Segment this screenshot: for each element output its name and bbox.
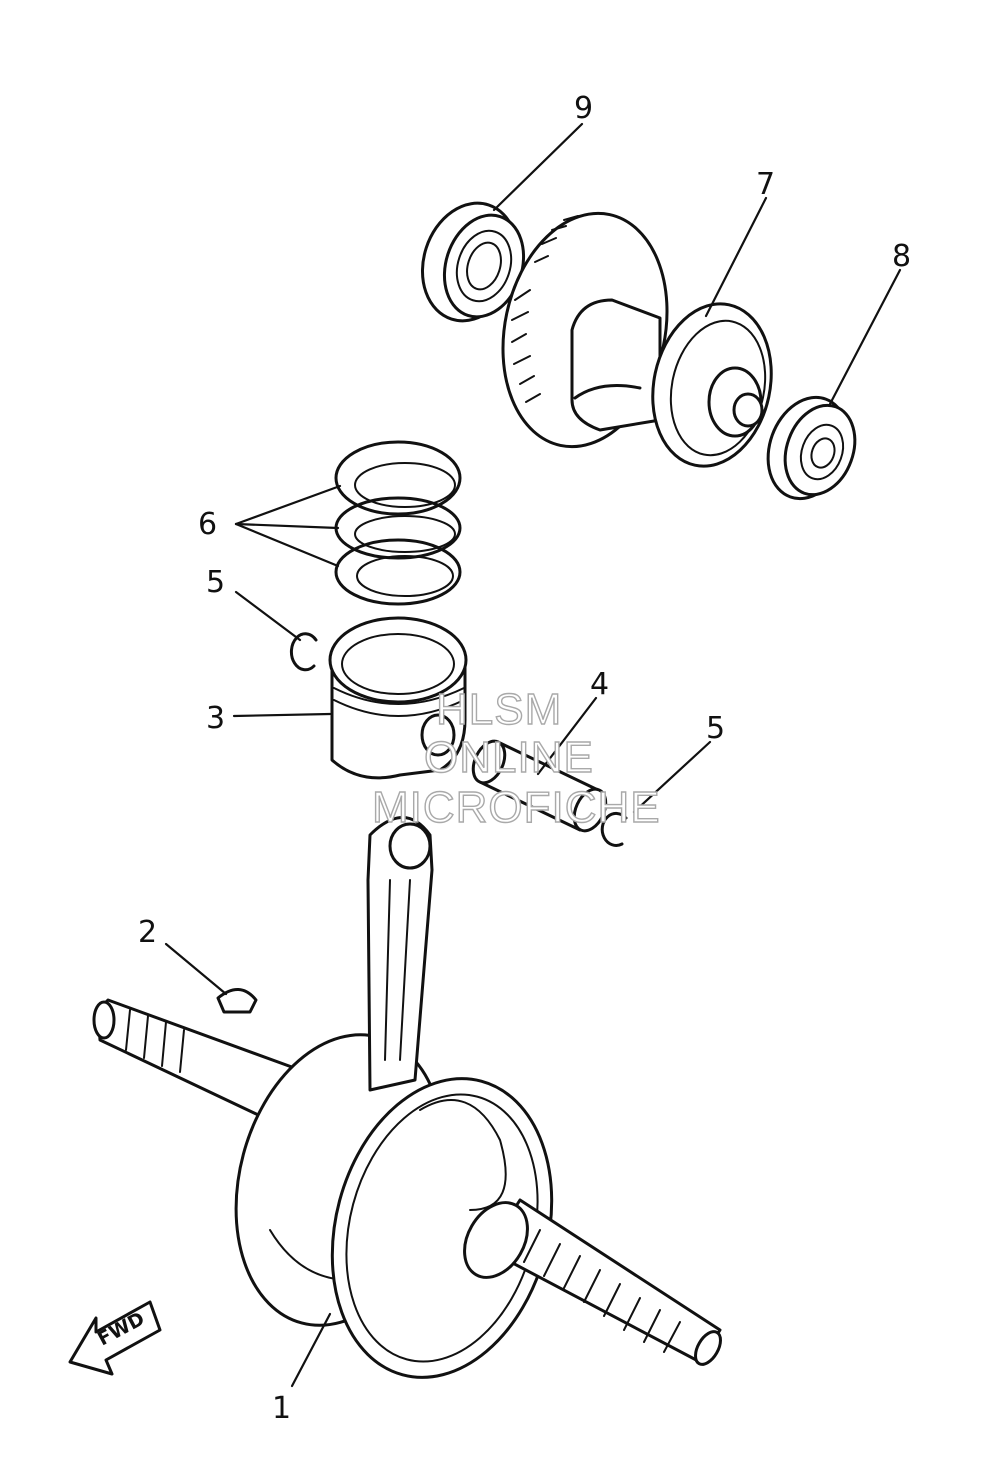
crankshaft-1 [92,816,722,1379]
callout-8: 8 [892,239,911,274]
piston-rings-6 [334,440,462,606]
callout-4: 4 [590,667,609,702]
piston-pin-4 [471,739,608,833]
leader-lines [164,122,902,1388]
callout-5-left: 5 [206,565,225,600]
circlip-5-left [289,632,318,672]
callout-numbers: 9 7 8 6 5 3 4 5 2 1 [138,91,911,1426]
callout-2: 2 [138,915,157,950]
circlip-5-right [600,811,628,847]
fwd-arrow-icon: FWD [68,1300,162,1376]
callout-6: 6 [198,507,217,542]
callout-1: 1 [272,1391,291,1426]
bearing-8 [766,395,857,501]
watermark: HLSM ONLINE MICROFICHE [371,684,661,832]
callout-3: 3 [206,701,225,736]
callout-9: 9 [574,91,593,126]
watermark-line-2: ONLINE [424,733,594,782]
watermark-line-1: HLSM [436,685,562,734]
watermark-line-3: MICROFICHE [372,783,661,832]
balancer-shaft-7 [501,211,773,468]
piston-3 [328,616,468,780]
callout-5-right: 5 [706,711,725,746]
callout-7: 7 [756,167,775,202]
